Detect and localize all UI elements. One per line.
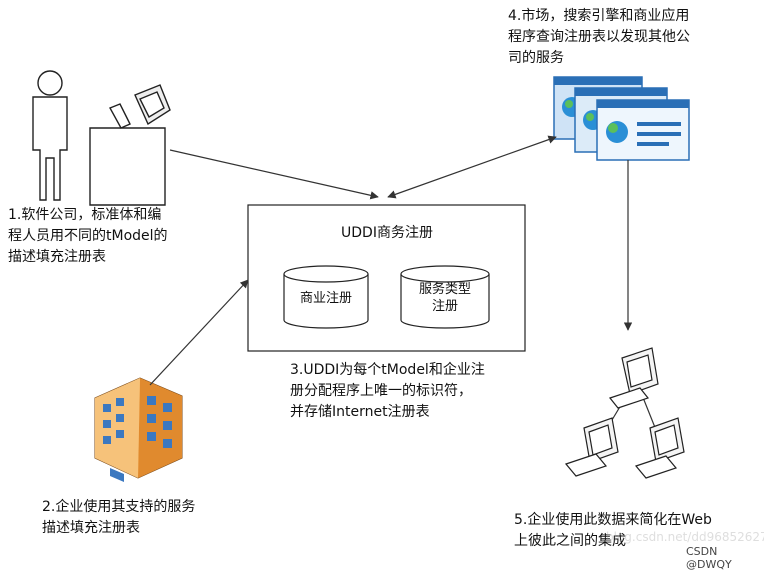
arrow-building-to-registry: [149, 279, 249, 386]
registry-title: UDDI商务注册: [341, 225, 433, 241]
step5-label: 5.企业使用此数据来简化在Web 上彼此之间的集成: [514, 512, 712, 549]
faint-watermark: blog.csdn.net/dd96852627: [606, 530, 764, 544]
service-type-registry-label: 服务类型 注册: [418, 282, 471, 314]
credit-watermark: CSDN @DWQY: [686, 545, 732, 571]
step2-label: 2.企业使用其支持的服务 描述填充注册表: [42, 499, 196, 536]
browser-windows-icon: [553, 76, 690, 161]
person-at-desk-icon: [32, 70, 171, 206]
business-registry-label: 商业注册: [299, 291, 352, 306]
service-type-registry-db-icon: [400, 265, 490, 329]
arrow-person-to-registry: [169, 149, 379, 200]
arrow-registry-browser: [387, 135, 557, 199]
step1-label: 1.软件公司，标准体和编 程人员用不同的tModel的 描述填充注册表: [8, 207, 168, 265]
step4-label: 4.市场，搜索引擎和商业应用 程序查询注册表以发现其他公 司的服务: [508, 8, 690, 66]
office-building-icon: [94, 377, 183, 482]
business-registry-db-icon: [283, 265, 369, 329]
step3-label: 3.UDDI为每个tModel和企业注 册分配程序上唯一的标识符， 并存储Int…: [290, 362, 485, 420]
networked-computers-icon: [564, 347, 685, 479]
